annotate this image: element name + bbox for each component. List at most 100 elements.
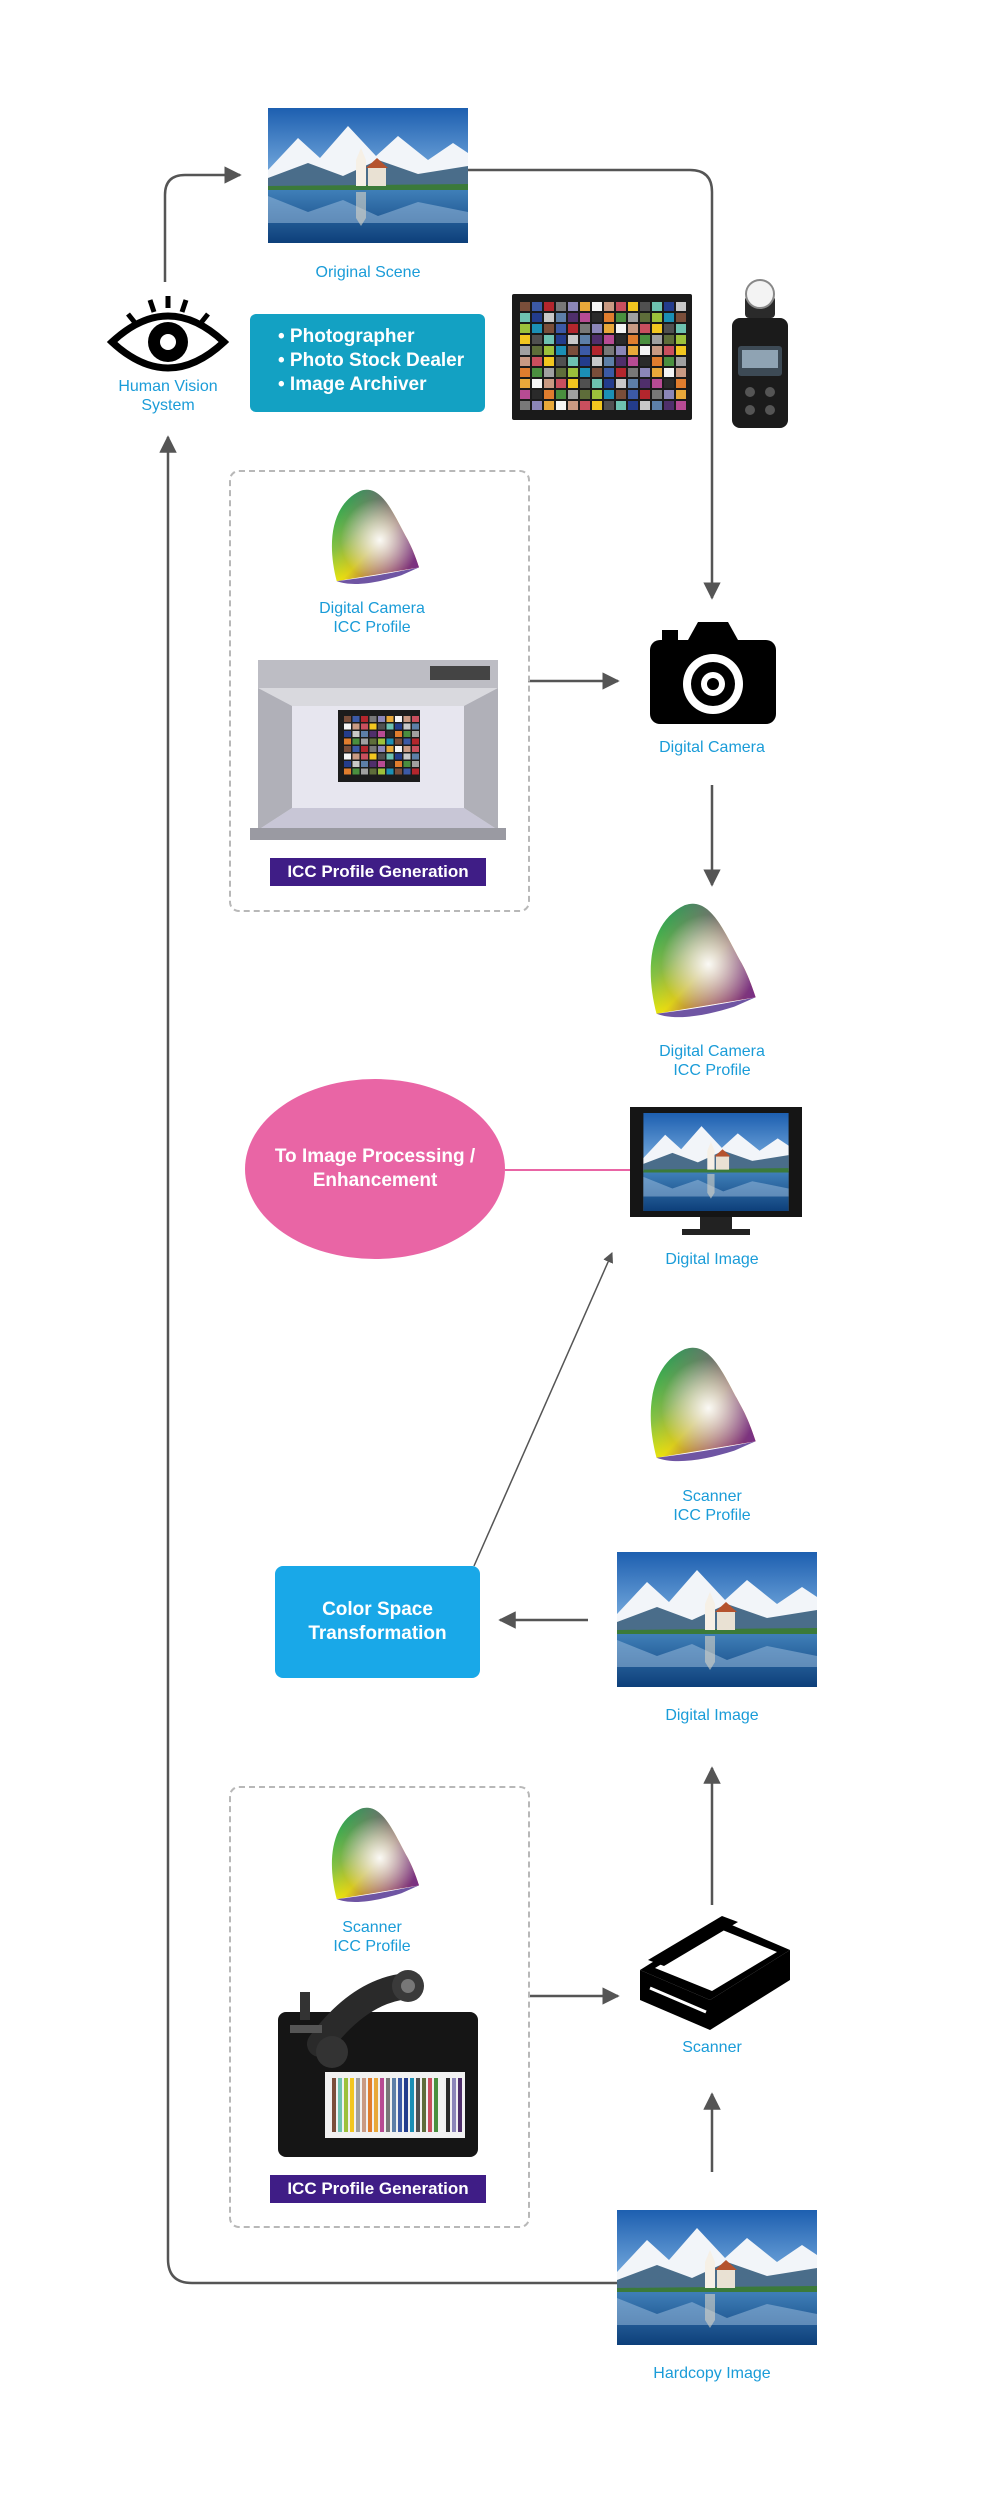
color-patch [592, 368, 602, 377]
color-patch [616, 357, 626, 366]
color-patch [352, 768, 360, 775]
scan-target-strip [392, 2078, 396, 2132]
color-patch [580, 401, 590, 410]
color-patch [344, 731, 351, 737]
hardcopy-image-label: Hardcopy Image [653, 2365, 771, 2382]
color-patch [544, 324, 554, 333]
color-patch [664, 390, 674, 399]
color-patch [544, 401, 554, 410]
color-patch [556, 324, 566, 333]
color-patch [604, 357, 614, 366]
color-patch [386, 731, 394, 737]
color-patch [628, 368, 638, 377]
color-patch [361, 753, 368, 760]
color-patch [640, 346, 650, 355]
color-patch [520, 335, 530, 344]
color-patch [664, 368, 674, 377]
scan-target-strip [356, 2078, 360, 2132]
color-patch [580, 346, 590, 355]
scan-target-strip [350, 2078, 354, 2132]
color-patch [532, 335, 542, 344]
scan-target-strip [458, 2078, 462, 2132]
color-patch [580, 313, 590, 322]
scan-target-strip [416, 2078, 420, 2132]
scan-target-strip [440, 2078, 444, 2132]
color-patch [544, 379, 554, 388]
scanner-profile-label-mid: Scanner ICC Profile [673, 1488, 751, 1524]
color-patch [361, 768, 368, 775]
color-patch [616, 335, 626, 344]
color-patch [352, 731, 360, 737]
color-patch [604, 401, 614, 410]
color-patch [592, 313, 602, 322]
color-patch [369, 753, 377, 760]
color-patch [520, 357, 530, 366]
color-patch [412, 746, 419, 752]
color-patch [676, 313, 686, 322]
color-patch [640, 313, 650, 322]
color-patch [361, 761, 368, 767]
color-patch [378, 716, 385, 722]
color-patch [580, 390, 590, 399]
color-patch [628, 357, 638, 366]
color-patch [568, 313, 578, 322]
color-patch [344, 761, 351, 767]
color-patch [403, 723, 411, 730]
color-patch [395, 746, 402, 752]
color-patch [544, 346, 554, 355]
color-patch [652, 368, 662, 377]
color-patch [580, 324, 590, 333]
color-patch [395, 761, 402, 767]
color-patch [412, 761, 419, 767]
color-patch [520, 324, 530, 333]
camera-profile-generation-panel [229, 470, 530, 912]
color-patch [412, 723, 419, 730]
color-patch [604, 324, 614, 333]
camera-profile-label-mid: Digital Camera ICC Profile [659, 1043, 765, 1079]
color-patch [361, 716, 368, 722]
color-patch [628, 390, 638, 399]
color-patch [369, 761, 377, 767]
color-patch [616, 313, 626, 322]
scan-target-strip [452, 2078, 456, 2132]
color-patch [378, 761, 385, 767]
color-patch [616, 368, 626, 377]
color-patch [352, 716, 360, 722]
color-patch [652, 401, 662, 410]
color-space-transformation-box: Color Space Transformation [275, 1566, 480, 1678]
color-patch [532, 302, 542, 311]
color-patch [568, 357, 578, 366]
color-patch [412, 738, 419, 745]
color-patch [532, 346, 542, 355]
scan-target-strip [332, 2078, 336, 2132]
color-patch [568, 368, 578, 377]
color-patch [556, 302, 566, 311]
color-patch [664, 324, 674, 333]
color-patch [344, 723, 351, 730]
scan-target-strip [344, 2078, 348, 2132]
color-patch [403, 768, 411, 775]
color-patch [616, 401, 626, 410]
color-patch [592, 379, 602, 388]
scan-target-strip [398, 2078, 402, 2132]
color-patch [556, 390, 566, 399]
color-patch [378, 746, 385, 752]
color-patch [352, 753, 360, 760]
color-patch [592, 390, 602, 399]
color-patch [568, 302, 578, 311]
color-patch [592, 346, 602, 355]
color-patch [556, 346, 566, 355]
monitor-icon [630, 1107, 802, 1235]
scan-target-strip [380, 2078, 384, 2132]
scan-target-strip [338, 2078, 342, 2132]
color-patch [604, 346, 614, 355]
color-patch [652, 346, 662, 355]
color-patch [664, 379, 674, 388]
original-scene-photo [268, 108, 468, 243]
color-patch [520, 313, 530, 322]
arrow-transform-to-image [473, 1252, 613, 1567]
roles-box: • Photographer • Photo Stock Dealer • Im… [250, 314, 485, 412]
scanner-label: Scanner [682, 2039, 742, 2056]
color-patch [676, 357, 686, 366]
color-patch [369, 768, 377, 775]
